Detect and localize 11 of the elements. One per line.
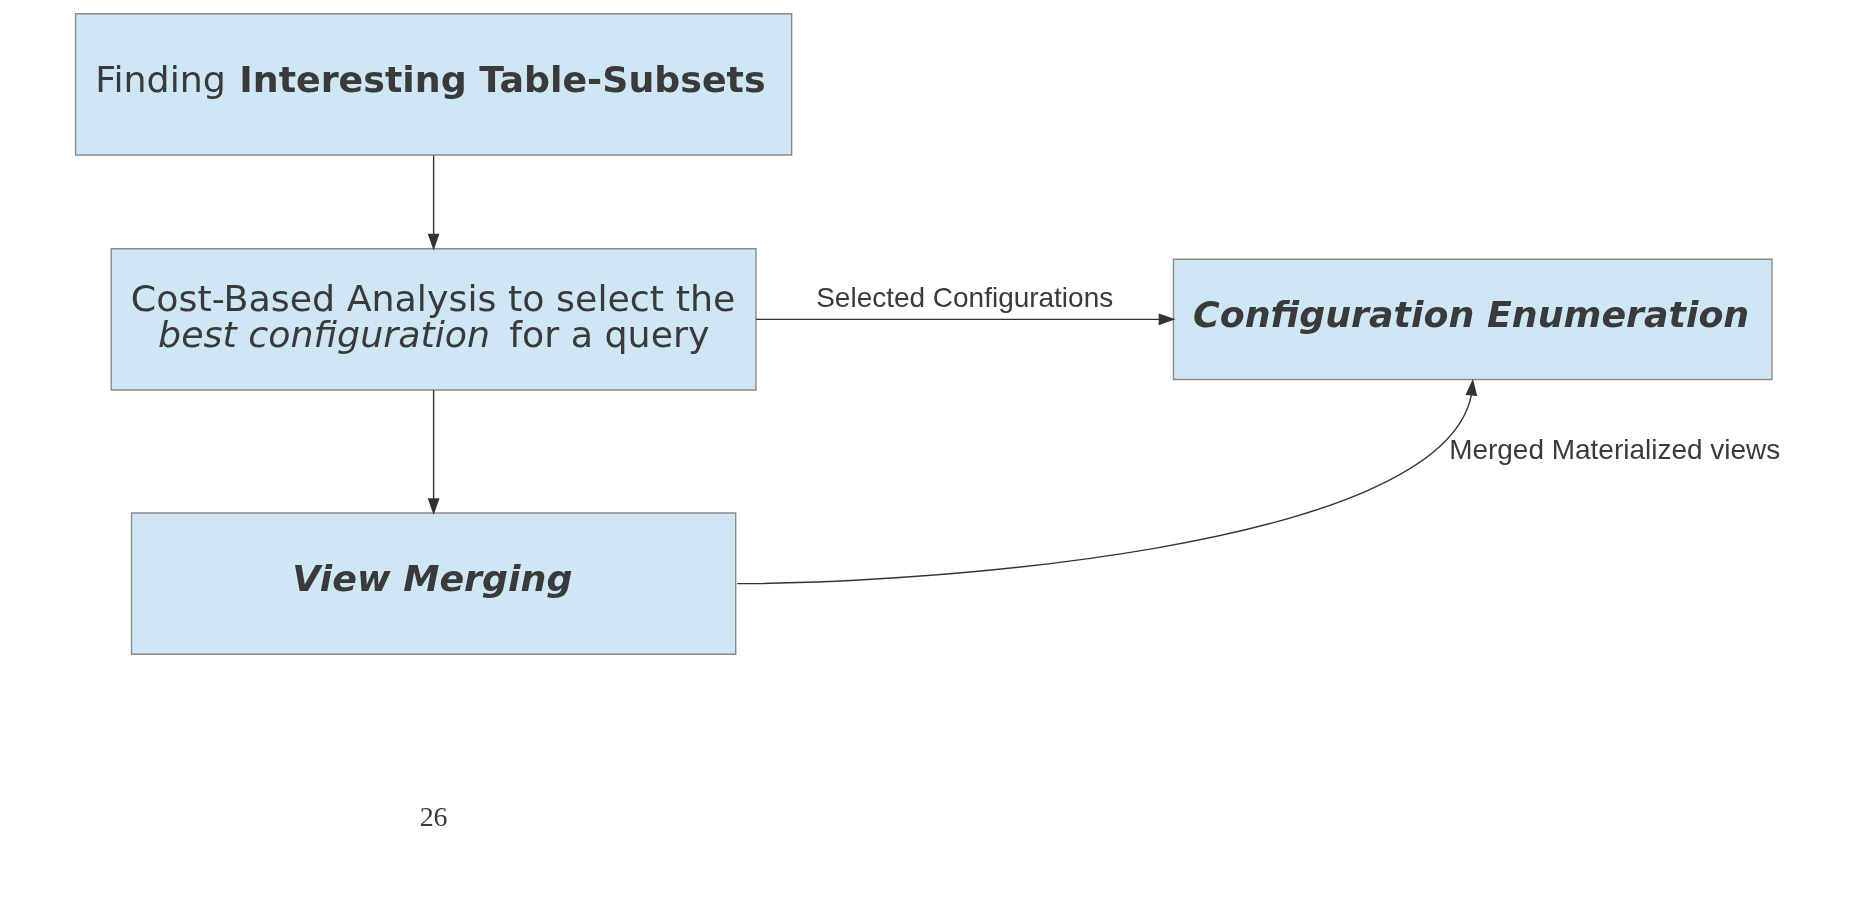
edge-label: Merged Materialized views: [1449, 433, 1781, 465]
node-box: View Merging: [130, 512, 737, 655]
node-box: Cost-Based Analysis to select the best configuration for a query: [110, 248, 757, 391]
arrow: [427, 154, 440, 251]
edge-label: Selected Configurations: [816, 281, 1114, 313]
node-box: Configuration Enumeration: [1172, 258, 1773, 381]
arrow: [755, 313, 1176, 326]
label: 26: [419, 800, 448, 832]
node-box: Finding Interesting Table-Subsets: [74, 13, 793, 156]
arrow: [736, 378, 1478, 585]
arrow: [427, 389, 440, 516]
